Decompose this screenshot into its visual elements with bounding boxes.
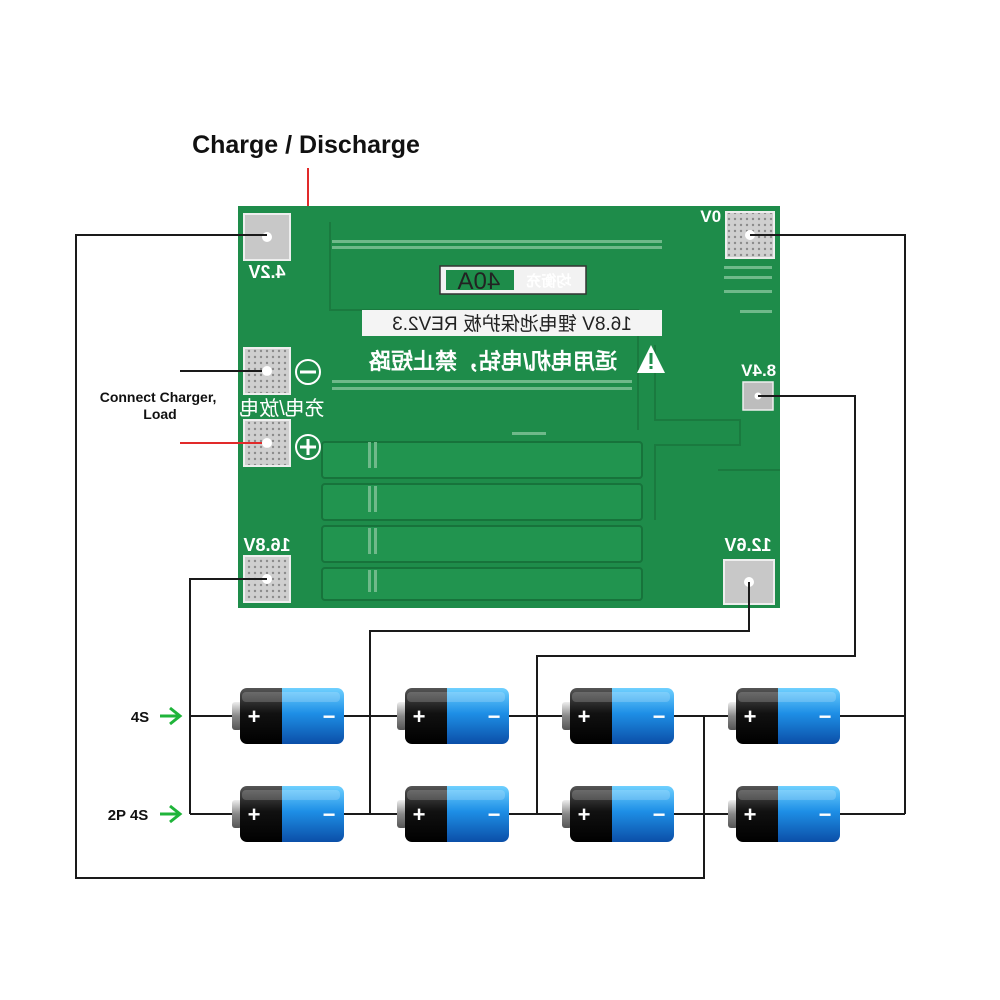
battery-row-1: +− +− +− +− (232, 688, 840, 744)
row-1-label: 4S (131, 709, 149, 726)
name-box (362, 310, 662, 336)
battery-plus-label: + (744, 802, 757, 827)
battery-cell: +− (562, 688, 674, 744)
wire-8-4v (536, 395, 856, 814)
model-label: 40A (457, 268, 500, 295)
battery-plus-label: + (248, 704, 261, 729)
diagram-title: Charge / Discharge (192, 131, 420, 159)
battery-plus-label: + (578, 704, 591, 729)
warning-icon (637, 345, 665, 373)
battery-cell: +− (562, 786, 674, 842)
board-name-label: 16.8V 锂电池保护板 REV2.3 (392, 313, 632, 335)
battery-minus-label: − (323, 802, 336, 827)
pcb-via-rows (332, 240, 772, 592)
row-1-arrow-icon (160, 706, 183, 726)
model-text-group: 40A 均衡充 (457, 268, 571, 295)
pad-4-2v (243, 213, 291, 261)
connect-charger-label: Connect Charger, Load (100, 389, 221, 422)
battery-minus-label: − (488, 802, 501, 827)
battery-cell: +− (397, 688, 509, 744)
pcb-mosfet-pads (321, 441, 643, 601)
battery-minus-label: − (488, 704, 501, 729)
wire-16-8v (189, 578, 267, 814)
wire-12-6v (369, 582, 750, 814)
connect-charger-line-1: Connect Charger, (100, 389, 217, 405)
plus-polarity-icon (295, 434, 321, 460)
wire-0v (750, 234, 906, 814)
battery-cell: +− (232, 688, 344, 744)
battery-minus-label: − (819, 802, 832, 827)
pad-8-4v-label: 8.4V (741, 361, 777, 380)
battery-minus-label: − (819, 704, 832, 729)
warning-label: 适用电机/电钻，禁止短路 (368, 349, 617, 374)
battery-minus-label: − (323, 704, 336, 729)
battery-minus-label: − (653, 802, 666, 827)
charge-discharge-port-label: 充电/放电 (239, 397, 325, 420)
model-tag-box (446, 270, 514, 290)
battery-minus-label: − (653, 704, 666, 729)
battery-plus-label: + (744, 704, 757, 729)
wire-4-2v (75, 234, 705, 879)
battery-plus-label: + (248, 802, 261, 827)
pad-16-8v-label: 16.8V (243, 535, 290, 555)
battery-cell: +− (728, 786, 840, 842)
battery-plus-label: + (413, 704, 426, 729)
model-tag-label: 均衡充 (526, 272, 571, 290)
battery-plus-label: + (413, 802, 426, 827)
battery-row-2: +− +− +− +− (232, 786, 840, 842)
row-2-arrow-icon (160, 804, 183, 824)
row-2-label: 2P 4S (108, 807, 149, 824)
bms-pcb-board: 40A 均衡充 16.8V 锂电池保护板 REV2.3 适用电机/电钻，禁止短路… (238, 206, 780, 608)
pad-4-2v-label: 4.2V (248, 262, 285, 282)
battery-plus-label: + (578, 802, 591, 827)
battery-cell: +− (397, 786, 509, 842)
pad-0v-label: 0V (700, 207, 721, 226)
battery-cell: +− (728, 688, 840, 744)
battery-cell: +− (232, 786, 344, 842)
connect-charger-line-2: Load (143, 406, 176, 422)
minus-polarity-icon (295, 359, 321, 385)
pad-12-6v-label: 12.6V (724, 535, 771, 555)
